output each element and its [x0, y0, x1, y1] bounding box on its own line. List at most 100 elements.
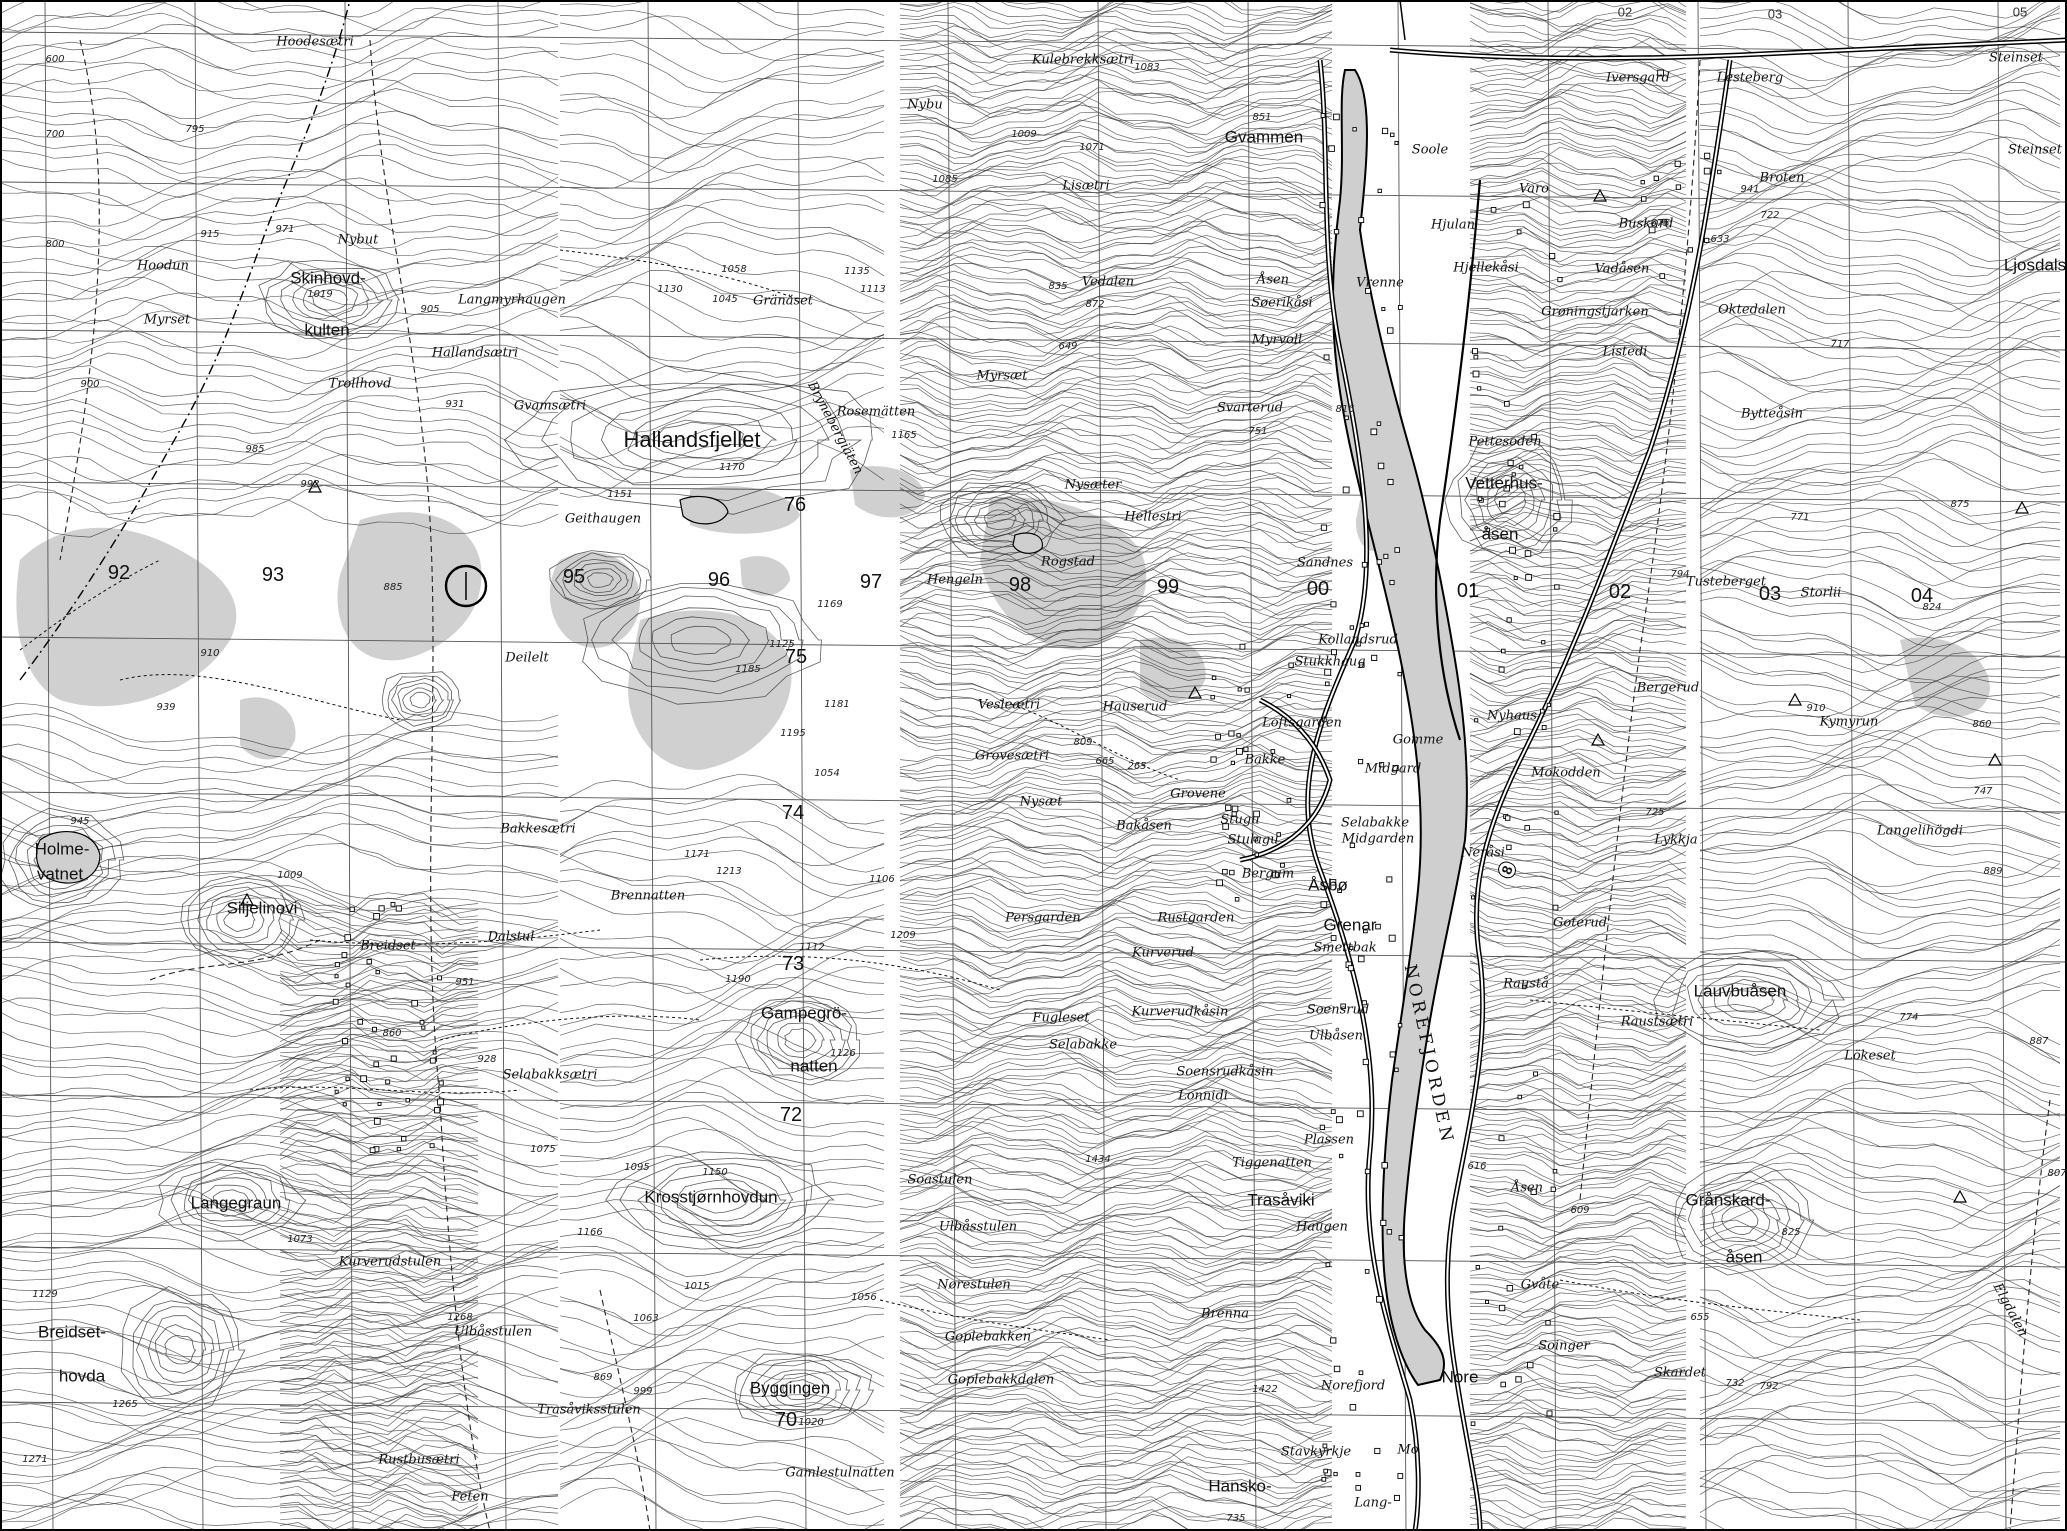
contour-line	[899, 1045, 1333, 1075]
building	[1362, 1058, 1369, 1066]
place-label: Bergerud	[1636, 680, 1700, 696]
hill-contour	[984, 509, 1017, 531]
contour-line	[279, 1238, 479, 1258]
contour-line	[559, 326, 885, 373]
contour-line	[899, 816, 1333, 845]
contour-line	[1469, 400, 1687, 422]
grid-label-01: 01	[1456, 580, 1480, 602]
contour-line	[1469, 561, 1687, 589]
contour-line	[1469, 100, 1687, 129]
building	[1394, 1067, 1399, 1073]
building	[1322, 717, 1327, 723]
contour-line	[0, 453, 559, 494]
contour-line	[1469, 941, 1687, 969]
contour-line	[279, 1009, 479, 1032]
elevation-label: 860	[382, 1028, 402, 1039]
contour-line	[1699, 242, 2061, 296]
contour-line	[279, 1465, 479, 1487]
elevation-label: 800	[45, 239, 65, 250]
contour-line	[899, 1314, 1333, 1345]
contour-line	[279, 1218, 479, 1242]
place-label: Vesleætri	[977, 697, 1041, 713]
elevation-label: 931	[445, 399, 465, 410]
hill-contour	[265, 267, 393, 337]
building	[1222, 868, 1228, 875]
contour-line	[1469, 548, 1687, 568]
hill-contour	[670, 625, 732, 655]
contour-line	[1699, 172, 2061, 225]
place-label: Oktedalen	[1718, 302, 1786, 318]
contour-line	[1469, 939, 1687, 963]
building	[1225, 804, 1232, 811]
contour-line	[0, 462, 559, 506]
contour-line	[1699, 490, 2061, 539]
building	[1717, 169, 1722, 175]
contour-line	[279, 999, 479, 1021]
contour-line	[559, 942, 885, 994]
hill-contour	[132, 1300, 235, 1405]
contour-line	[1469, 1388, 1687, 1415]
hill-contour	[120, 1285, 246, 1415]
contour-line	[1469, 341, 1687, 369]
contour-line	[899, 469, 1333, 500]
contour-line	[1469, 550, 1687, 577]
grid-line-vertical	[647, 0, 657, 1531]
building	[1374, 1447, 1381, 1455]
contour-line	[899, 1077, 1333, 1105]
place-label: Selabakke	[1048, 1037, 1118, 1053]
contour-line	[899, 700, 1333, 729]
contour-line	[0, 1017, 559, 1065]
hill-contour	[1713, 978, 1789, 1021]
contour-line	[279, 992, 479, 1013]
building	[1270, 749, 1276, 754]
contour-line	[0, 431, 559, 471]
contour-line	[1469, 696, 1687, 723]
contour-line	[279, 1493, 479, 1520]
contour-line	[0, 144, 559, 185]
contour-line	[899, 1401, 1333, 1430]
contour-line	[279, 1315, 479, 1335]
contour-line	[899, 1284, 1333, 1316]
contour-line	[1469, 884, 1687, 909]
contour-line	[559, 157, 885, 210]
contour-line	[899, 320, 1333, 347]
building	[1230, 760, 1235, 765]
elevation-label: 872	[1085, 299, 1105, 310]
contour-line	[1469, 60, 1687, 83]
contour-line	[559, 61, 885, 108]
elevation-label: 1213	[716, 866, 742, 877]
contour-line	[1469, 1064, 1687, 1086]
place-label: Myrset	[143, 312, 191, 328]
contour-line	[559, 221, 885, 268]
hill-contour	[549, 550, 652, 610]
contour-line	[279, 1249, 479, 1272]
contour-line	[559, 1199, 885, 1250]
contour-line	[0, 1125, 559, 1176]
contour-line	[1469, 931, 1687, 956]
contour-line	[899, 705, 1333, 734]
contour-line	[1699, 567, 2061, 621]
contour-line	[279, 1507, 478, 1530]
contour-line	[279, 1321, 479, 1341]
contour-line	[899, 948, 1333, 982]
place-label: Hengeln	[927, 572, 983, 588]
contour-line	[899, 1098, 1333, 1130]
elevation-label: 835	[1048, 281, 1068, 292]
name-gvammen: Gvammen	[1224, 127, 1304, 147]
contour-line	[1699, 1031, 2061, 1078]
contour-line	[559, 1313, 885, 1370]
elevation-label: 900	[80, 379, 100, 390]
contour-line	[0, 1114, 559, 1168]
contour-line	[1699, 1152, 2061, 1206]
elevation-label: 774	[1899, 1012, 1919, 1023]
contour-line	[1699, 800, 2061, 849]
contour-line	[1469, 1478, 1687, 1501]
contour-line	[279, 1325, 479, 1348]
contour-line	[899, 270, 1333, 300]
building	[1328, 145, 1335, 152]
building	[1272, 871, 1279, 879]
contour-line	[899, 10, 1333, 41]
contour-line	[899, 1265, 1333, 1293]
